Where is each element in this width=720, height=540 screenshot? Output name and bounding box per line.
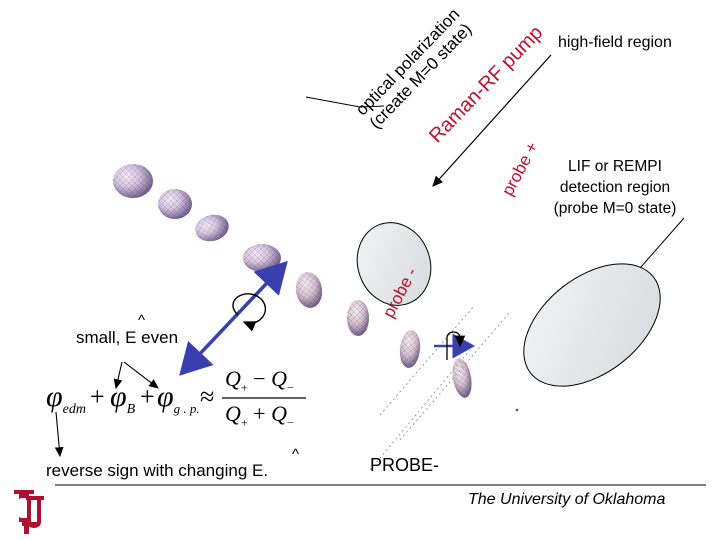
- e-hat-2: ^: [292, 446, 299, 463]
- denominator: Q+ + Q−: [225, 401, 294, 430]
- den-sub-plus: +: [241, 415, 248, 429]
- field-arrow: [196, 266, 283, 358]
- probe-minus-bottom-label: PROBE-: [370, 455, 439, 476]
- den-plus: +: [253, 401, 265, 426]
- lif-line-1: LIF or REMPI: [540, 156, 690, 177]
- den-q-minus: Q: [271, 401, 287, 426]
- gp-subscript: g . p.: [174, 401, 200, 416]
- university-name: The University of Oklahoma: [468, 491, 665, 509]
- probe-dot: [516, 409, 519, 412]
- university-of-oklahoma-logo: [14, 490, 44, 534]
- lif-detection-label: LIF or REMPI detection region (probe M=0…: [540, 156, 690, 219]
- num-minus: −: [253, 366, 265, 391]
- detection-region: [501, 239, 683, 411]
- num-sub-minus: −: [287, 380, 294, 394]
- plus-2: +: [140, 382, 155, 412]
- phi-gp: φg . p.: [157, 380, 200, 417]
- num-sub-plus: +: [241, 380, 248, 394]
- molecule-6: [347, 300, 369, 336]
- den-q-plus: Q: [225, 401, 241, 426]
- lif-line-2: detection region: [540, 177, 690, 198]
- molecule-4: [243, 244, 281, 272]
- phi-b: φB: [110, 380, 135, 418]
- approx-sign: ≈: [200, 382, 214, 412]
- phi-edm: φedm: [46, 380, 86, 418]
- molecule-1: [113, 164, 153, 198]
- molecule-7: [398, 329, 422, 369]
- lif-line-3: (probe M=0 state): [540, 198, 690, 219]
- numerator: Q+ − Q−: [225, 366, 294, 395]
- b-subscript: B: [127, 402, 136, 417]
- phi-gp-symbol: φ: [157, 380, 174, 413]
- reverse-sign-label: reverse sign with changing E.: [46, 461, 268, 481]
- molecule-2: [158, 189, 192, 219]
- phi-b-symbol: φ: [110, 380, 127, 413]
- pointer-to-reverse: [56, 412, 60, 456]
- rotation-arrow: [233, 294, 265, 324]
- num-q-plus: Q: [225, 366, 241, 391]
- molecule-3: [192, 211, 232, 245]
- small-e-even-label: small, E even: [76, 328, 178, 348]
- edm-subscript: edm: [63, 402, 86, 417]
- num-q-minus: Q: [271, 366, 287, 391]
- high-field-region-label: high-field region: [558, 34, 672, 52]
- den-sub-minus: −: [287, 415, 294, 429]
- small-e-even-text: small, E even: [76, 328, 178, 347]
- e-hat-1: ^: [138, 312, 145, 329]
- phi-edm-symbol: φ: [46, 380, 63, 413]
- plus-1: +: [90, 382, 105, 412]
- molecule-5: [294, 270, 325, 309]
